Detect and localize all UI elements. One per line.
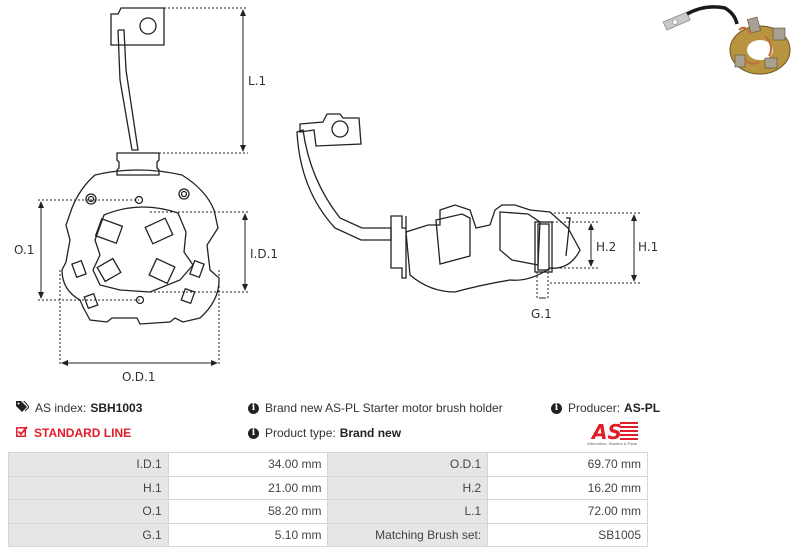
- table-row: I.D.1 34.00 mm O.D.1 69.70 mm: [8, 452, 648, 477]
- spec-table: I.D.1 34.00 mm O.D.1 69.70 mm H.1 21.00 …: [8, 452, 648, 547]
- description: i Brand new AS-PL Starter motor brush ho…: [248, 401, 503, 415]
- side-connector: [390, 215, 407, 279]
- side-brush-right: [499, 211, 541, 266]
- side-spring: [565, 217, 571, 257]
- front-screw-right: [178, 188, 190, 200]
- front-rivet-bottom: [135, 295, 145, 305]
- product-photo: [655, 0, 800, 85]
- side-terminal-hole: [331, 120, 349, 138]
- table-row: O.1 58.20 mm L.1 72.00 mm: [8, 499, 648, 524]
- side-brush-inner: [537, 223, 550, 271]
- label-od1: O.D.1: [122, 370, 155, 384]
- spec-value: 16.20 mm: [487, 475, 648, 500]
- info-circle-icon: i: [551, 402, 562, 414]
- side-brush-left: [435, 213, 471, 265]
- side-dimension-arrows: [539, 216, 635, 299]
- spec-label: G.1: [8, 522, 169, 547]
- spec-value: 58.20 mm: [167, 499, 329, 524]
- product-type-label: Product type:: [265, 426, 336, 440]
- label-h1: H.1: [638, 240, 658, 254]
- as-index-value: SBH1003: [90, 401, 143, 415]
- as-index-label: AS index:: [35, 401, 87, 415]
- drawing-svg: L.1 O.1 I.D.1 O.D.1 H.2 H.1 G.1: [14, 7, 658, 384]
- spec-value: 5.10 mm: [167, 522, 329, 547]
- front-connector: [116, 152, 160, 176]
- side-body: [405, 204, 581, 293]
- front-arrowheads: [38, 9, 248, 366]
- front-inner-bore: [92, 206, 194, 293]
- info-circle-icon: i: [248, 427, 259, 439]
- check-square-icon: [16, 426, 28, 440]
- spec-label: I.D.1: [8, 452, 169, 477]
- logo-text: AS: [590, 420, 622, 442]
- side-brush-box: [534, 221, 553, 273]
- spec-label: L.1: [327, 499, 489, 524]
- label-l1: L.1: [248, 74, 266, 88]
- spec-label: O.1: [8, 499, 169, 524]
- spec-value: 21.00 mm: [167, 475, 329, 500]
- front-brush-box-3: [96, 257, 122, 283]
- producer-label: Producer:: [568, 401, 621, 415]
- front-dimension-arrows: [40, 11, 246, 364]
- label-id1: I.D.1: [250, 247, 278, 261]
- front-spring-3: [83, 292, 99, 310]
- description-text: Brand new AS-PL Starter motor brush hold…: [265, 401, 503, 415]
- front-view: [61, 7, 220, 325]
- side-dimension-guides: [536, 212, 640, 300]
- label-o1: O.1: [14, 243, 34, 257]
- spec-label: O.D.1: [327, 452, 489, 477]
- product-type: i Product type: Brand new: [248, 426, 401, 440]
- front-brush-box-1: [94, 217, 124, 245]
- logo-tagline: Alternators, Starters & Parts: [587, 441, 637, 446]
- front-brush-box-2: [144, 217, 174, 245]
- technical-drawing: L.1 O.1 I.D.1 O.D.1 H.2 H.1 G.1: [14, 7, 658, 384]
- front-dimension-guides: [38, 7, 248, 366]
- side-arrowheads: [588, 214, 637, 282]
- spec-label: H.1: [8, 475, 169, 500]
- front-wire: [117, 29, 139, 151]
- producer-value: AS-PL: [624, 401, 661, 415]
- as-index: AS index: SBH1003: [16, 400, 143, 415]
- front-screw-left: [85, 193, 97, 205]
- standard-line-label: STANDARD LINE: [34, 426, 132, 440]
- spec-value: 34.00 mm: [167, 452, 329, 477]
- side-wire: [296, 129, 392, 241]
- table-row: G.1 5.10 mm Matching Brush set: SB1005: [8, 522, 648, 547]
- spec-label: H.2: [327, 475, 489, 500]
- front-terminal-hole: [139, 17, 157, 35]
- spec-value: 72.00 mm: [487, 499, 648, 524]
- tags-icon: [16, 400, 30, 415]
- product-photo-svg: [662, 5, 791, 75]
- side-terminal-lug: [299, 113, 362, 147]
- label-h2: H.2: [596, 240, 616, 254]
- front-brush-box-4: [148, 257, 176, 285]
- table-row: H.1 21.00 mm H.2 16.20 mm: [8, 475, 648, 500]
- front-spring-1: [71, 259, 87, 279]
- front-spring-2: [189, 259, 205, 279]
- spec-label: Matching Brush set:: [327, 522, 489, 547]
- spec-value: 69.70 mm: [487, 452, 648, 477]
- front-screw-right-inner: [180, 190, 188, 198]
- product-type-value: Brand new: [339, 426, 402, 440]
- label-g1: G.1: [531, 307, 552, 321]
- standard-line: STANDARD LINE: [16, 426, 131, 440]
- side-view: [296, 113, 581, 293]
- as-pl-logo: AS Alternators, Starters & Parts: [582, 420, 642, 448]
- front-screw-left-inner: [87, 195, 95, 203]
- front-body-outline: [61, 169, 220, 325]
- front-spring-4: [180, 287, 196, 305]
- matching-brush-set-link[interactable]: SB1005: [487, 522, 648, 547]
- producer: i Producer: AS-PL: [551, 401, 660, 415]
- info-circle-icon: i: [248, 402, 259, 414]
- logo-mark: AS: [590, 420, 638, 444]
